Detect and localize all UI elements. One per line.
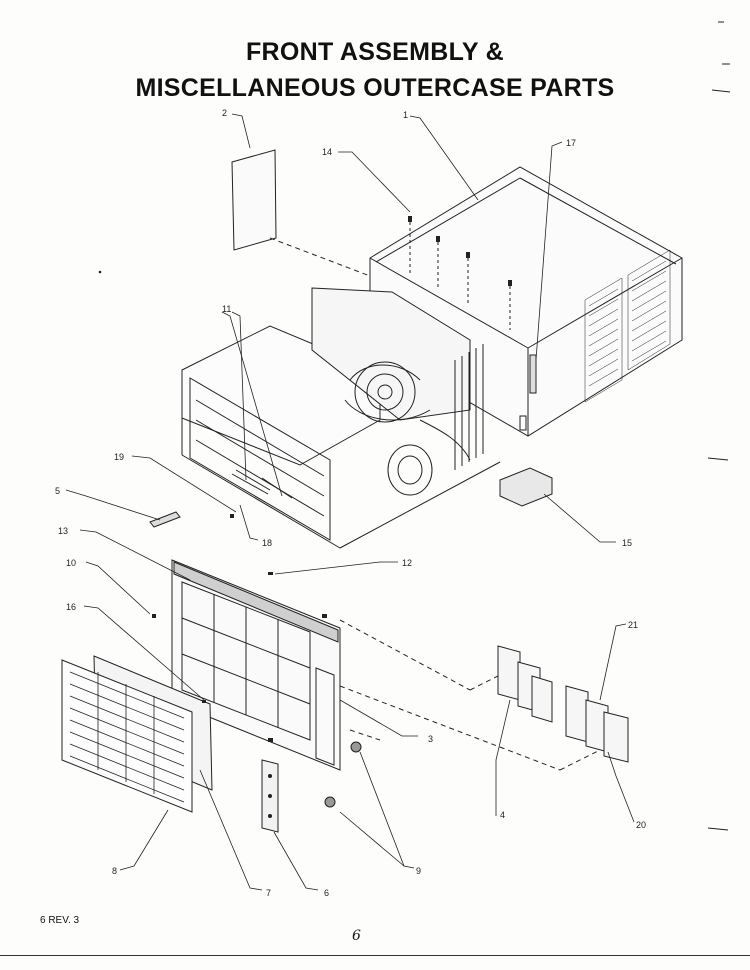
part-14-screws: [409, 222, 511, 330]
callout-6: 6: [324, 888, 329, 898]
callout-7: 7: [266, 888, 271, 898]
bottom-divider: [0, 955, 750, 956]
callout-20: 20: [636, 820, 646, 830]
handwritten-page-mark: 6: [352, 928, 361, 944]
callout-17: 17: [566, 138, 576, 148]
callout-14: 14: [322, 147, 332, 157]
part-5-rod: [149, 511, 181, 528]
callout-12: 12: [402, 558, 412, 568]
page-title-line-1: FRONT ASSEMBLY &: [245, 38, 505, 66]
callout-4: 4: [500, 810, 505, 820]
callout-5: 5: [55, 486, 60, 496]
cabinet-louvre-grille: [584, 249, 671, 403]
callout-13: 13: [58, 526, 68, 536]
margin-marks: [98, 21, 731, 831]
leader-lines: [65, 113, 635, 891]
chassis-assembly: [181, 287, 501, 549]
revision-label: 6 REV. 3: [40, 915, 80, 926]
callout-8: 8: [112, 866, 117, 876]
part-11-18-rods: [231, 469, 293, 499]
callout-labels: 1 2 3 4 5 6 7 8 9 10 11 12 13 14 15 16 1…: [55, 108, 646, 898]
callout-1: 1: [403, 110, 408, 120]
callout-21: 21: [628, 620, 638, 630]
callout-15: 15: [622, 538, 632, 548]
callout-3: 3: [428, 734, 433, 744]
part-4-bracket: [497, 645, 553, 723]
callout-18: 18: [262, 538, 272, 548]
part-9-knobs: [324, 741, 362, 808]
part-15-bracket: [499, 467, 553, 507]
part-8-grille: [61, 659, 193, 813]
part-13-front-frame: [171, 559, 341, 771]
callout-19: 19: [114, 452, 124, 462]
callout-9: 9: [416, 866, 421, 876]
callout-2: 2: [222, 108, 227, 118]
callout-16: 16: [66, 602, 76, 612]
part-2-label-sheet: [231, 149, 277, 251]
callout-11: 11: [222, 304, 231, 314]
callout-10: 10: [66, 558, 76, 568]
part-20-21-brackets: [565, 685, 629, 763]
page-title-line-2: MISCELLANEOUS OUTERCASE PARTS: [135, 74, 615, 102]
part-6-plate: [261, 759, 279, 833]
